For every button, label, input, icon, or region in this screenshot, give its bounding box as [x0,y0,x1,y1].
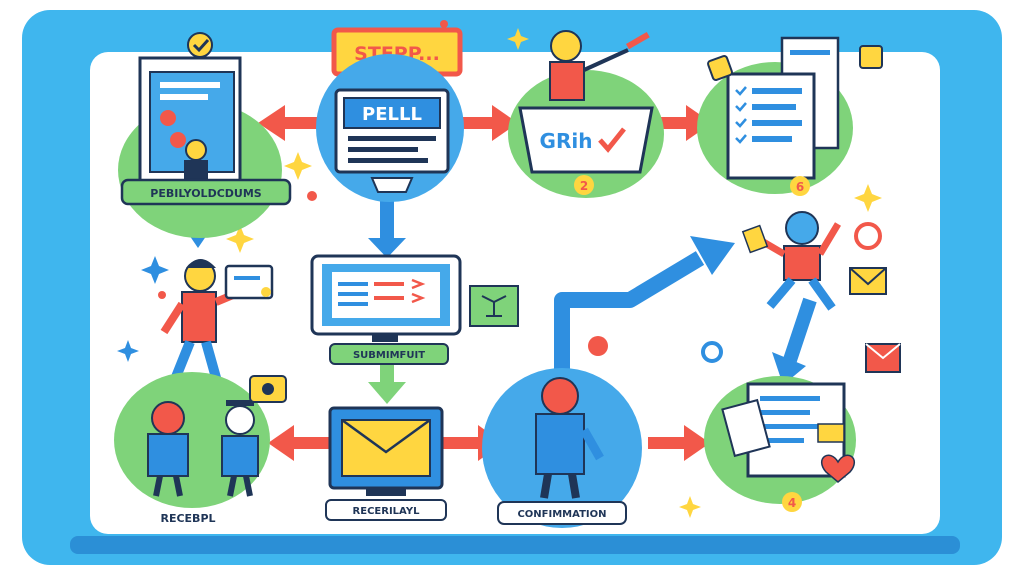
checkmark-icon [598,127,626,153]
sparkle-icon [284,152,312,180]
step-3-number: 2 [580,179,588,193]
sparkle-icon [679,496,701,518]
arrow-to-step-3 [455,105,518,141]
flower-icon [307,191,317,201]
sparkle-icon [507,28,529,50]
running-person [741,211,887,311]
envelope-icon [341,418,431,454]
red-flower-icons [158,20,608,356]
step-2-node: PELLL [316,54,464,202]
gear-icon [701,341,723,363]
step-3-node: GRih 2 [508,30,664,198]
network-card-icon [469,285,519,327]
sparkle-icon [117,340,139,362]
arrow-to-step-6 [268,425,330,461]
flower-icon [588,336,608,356]
note-icon [817,423,845,443]
step-1-label: PEBILYOLDCDUMS [150,187,261,200]
badge-icon [170,132,186,148]
step-9-node: 4 [701,341,901,512]
step-8-node: CONFIMMATION [482,368,642,528]
step-4-number: 6 [796,180,804,194]
paper-icon [741,224,769,254]
step-5-label: SUBMIMFUIT [353,350,425,361]
person-head-icon [550,30,582,62]
step-4-node: 6 [697,36,883,196]
heart-icon [820,454,856,483]
step-1-node: PEBILYOLDCDUMS [118,32,292,238]
arrow-up-right [554,251,705,390]
card-icon [224,264,274,300]
checkbox-icon [735,86,747,144]
pencil-icon [626,32,650,50]
arrow-to-step-1 [258,105,328,141]
step-7-node: RECERILAYL [325,406,447,521]
step-2-label: PELLL [362,104,422,125]
step-3-label: GRih [540,129,593,153]
step-6-label: RECEBPL [160,512,215,525]
gear-icon [707,55,733,81]
arrow-up-right-head [690,236,735,275]
step-5-node: SUBMIMFUIT [310,254,462,365]
arrow-to-step-9 [648,425,710,461]
sparkle-icon [854,184,882,212]
checkmark-icon [187,32,213,58]
flower-icon [158,291,166,299]
step-6-node: RECEBPL [114,372,287,525]
step-7-label: RECERILAYL [353,506,421,517]
bottom-bar [70,536,960,554]
sparkle-icon [141,256,169,284]
arrow-down-step-5 [368,362,406,404]
lifebuoy-icon [854,222,882,250]
arrow-down-step-2 [368,195,406,258]
step-9-number: 4 [788,496,796,510]
step-8-label: CONFIMMATION [517,509,606,520]
flower-icon [440,20,448,28]
sparkle-icon [226,225,254,253]
badge-icon [160,110,176,126]
gear-icon [859,45,883,69]
sparkle-icons [226,28,882,518]
